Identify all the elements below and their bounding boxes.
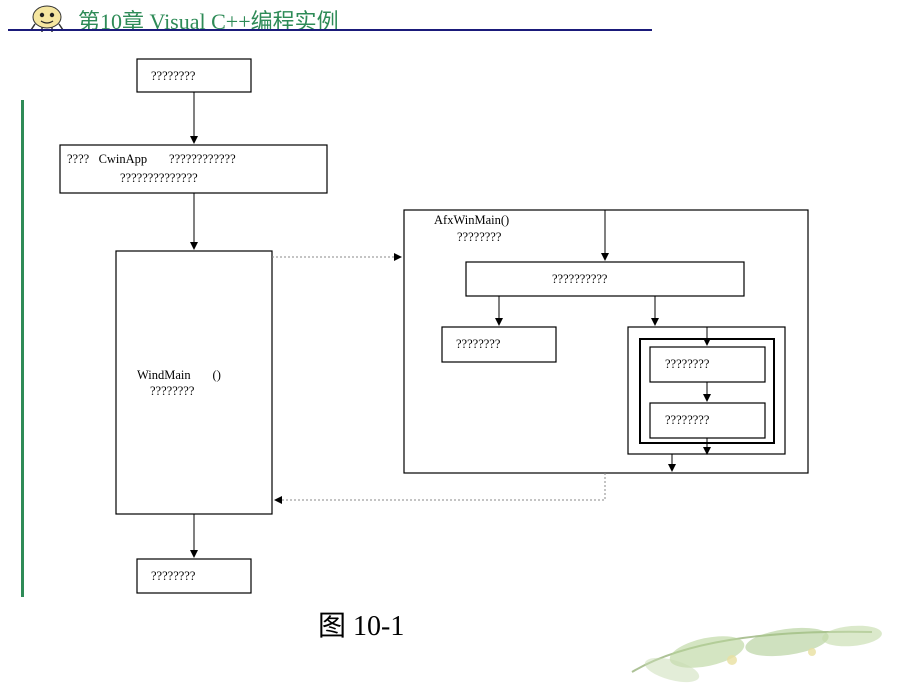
winmain-sublabel: ???????? xyxy=(150,384,195,398)
header-divider xyxy=(8,29,652,31)
afx-init-label: ?????????? xyxy=(552,272,608,286)
winmain-label: WindMain () xyxy=(137,368,221,382)
afx-left-box xyxy=(441,326,557,363)
afx-init-box xyxy=(465,261,745,297)
left-accent-bar xyxy=(21,100,24,597)
start-box xyxy=(136,58,252,93)
start-box-label: ???????? xyxy=(151,69,196,83)
winmain-box xyxy=(115,250,273,515)
afx-loop-label-2: ???????? xyxy=(665,413,710,427)
arrow-afx-return-head xyxy=(274,496,282,504)
end-box-label: ???????? xyxy=(151,569,196,583)
afx-sublabel: ???????? xyxy=(457,230,502,244)
figure-caption: 图 10-1 xyxy=(318,611,405,642)
cwinapp-label-line1: ???? CwinApp ???????????? xyxy=(67,152,236,166)
end-box xyxy=(136,558,252,594)
afx-loop-label-1: ???????? xyxy=(665,357,710,371)
afx-loop-box-2 xyxy=(649,402,766,439)
cwinapp-label-line2: ?????????????? xyxy=(120,171,198,185)
mascot-icon xyxy=(22,4,72,37)
afx-label: AfxWinMain() xyxy=(434,213,509,227)
arrow-afx-return xyxy=(276,473,606,501)
afx-loop-box-1 xyxy=(649,346,766,383)
afx-left-label: ???????? xyxy=(456,337,501,351)
leaf-decoration-icon xyxy=(612,612,912,695)
